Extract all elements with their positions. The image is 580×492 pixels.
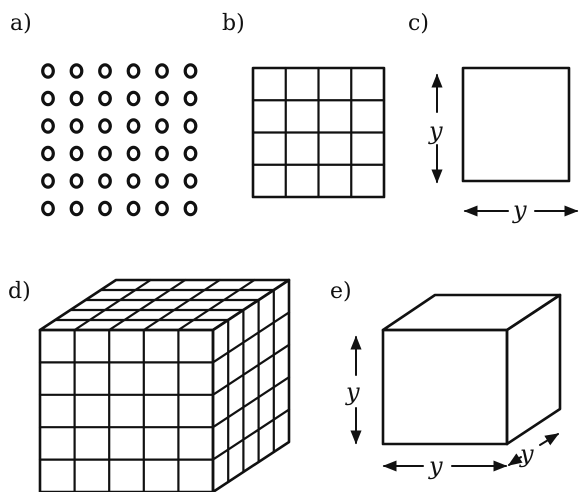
lattice-dot	[183, 118, 198, 134]
cube-height-label: y	[345, 378, 360, 406]
lattice-dot	[183, 90, 198, 107]
cube-side-face	[211, 278, 291, 492]
lattice-dot	[98, 90, 112, 107]
panel-c-label: c)	[408, 11, 429, 36]
lattice-dot	[98, 63, 112, 79]
lattice-dot	[98, 200, 112, 217]
lattice-dot	[98, 173, 112, 189]
lattice-dot	[126, 173, 141, 189]
cube	[381, 293, 562, 446]
lattice-dot	[69, 173, 84, 189]
lattice-dot	[155, 90, 169, 107]
lattice-dot	[155, 145, 169, 162]
square	[461, 66, 571, 183]
cube-side-face	[505, 293, 562, 446]
lattice-dot	[183, 145, 198, 162]
lattice-dot	[41, 90, 55, 107]
lattice-dot	[126, 118, 141, 134]
top-grid-line	[142, 278, 221, 332]
lattice-dot	[98, 118, 112, 134]
panel-c: c) y y	[408, 11, 579, 224]
lattice-dot	[41, 200, 55, 217]
top-grid-line	[108, 278, 187, 332]
cube-depth-label: y	[519, 440, 534, 468]
lattice-dot	[183, 63, 198, 79]
subdivided-cube	[38, 278, 291, 492]
lattice-dot	[155, 173, 169, 189]
cube-front-face	[38, 328, 215, 492]
lattice-dot	[126, 63, 141, 79]
lattice-dot	[183, 173, 198, 189]
lattice-dot	[69, 118, 84, 134]
dot-lattice	[41, 63, 198, 217]
lattice-dot	[41, 118, 55, 134]
panel-b: b)	[222, 11, 386, 199]
lattice-dot	[155, 200, 169, 217]
lattice-dot	[183, 200, 198, 217]
panel-e: e) y y y	[330, 279, 562, 480]
lattice-dot	[41, 173, 55, 189]
lattice-dot	[126, 145, 141, 162]
side-grid-line	[211, 343, 291, 396]
lattice-dot	[69, 145, 84, 162]
cube-front-face	[381, 328, 509, 446]
cube-width-label: y	[428, 452, 443, 480]
side-grid-line	[211, 376, 291, 429]
lattice-dot	[126, 90, 141, 107]
cube-depth-arrow-upper	[539, 433, 560, 446]
top-grid-line	[73, 278, 152, 332]
lattice-dot	[155, 63, 169, 79]
lattice-dot	[155, 118, 169, 134]
horizontal-side-label: y	[512, 196, 527, 224]
side-grid-line	[211, 311, 291, 364]
vertical-side-label: y	[428, 117, 443, 145]
panel-b-label: b)	[222, 11, 245, 36]
panel-a-label: a)	[10, 11, 32, 36]
panel-d-label: d)	[8, 279, 31, 304]
top-grid-line	[177, 278, 256, 332]
square-grid	[251, 66, 386, 199]
cube-depth-arrow-lower	[507, 453, 523, 466]
panel-e-label: e)	[330, 279, 352, 304]
panel-d: d)	[8, 278, 291, 492]
side-grid-line	[211, 408, 291, 461]
panel-a: a)	[10, 11, 198, 217]
lattice-dot	[126, 200, 141, 217]
lattice-dot	[98, 145, 112, 162]
lattice-dot	[41, 63, 55, 79]
lattice-dot	[69, 90, 84, 107]
lattice-dot	[41, 145, 55, 162]
lattice-dot	[69, 63, 84, 79]
lattice-dot	[69, 200, 84, 217]
